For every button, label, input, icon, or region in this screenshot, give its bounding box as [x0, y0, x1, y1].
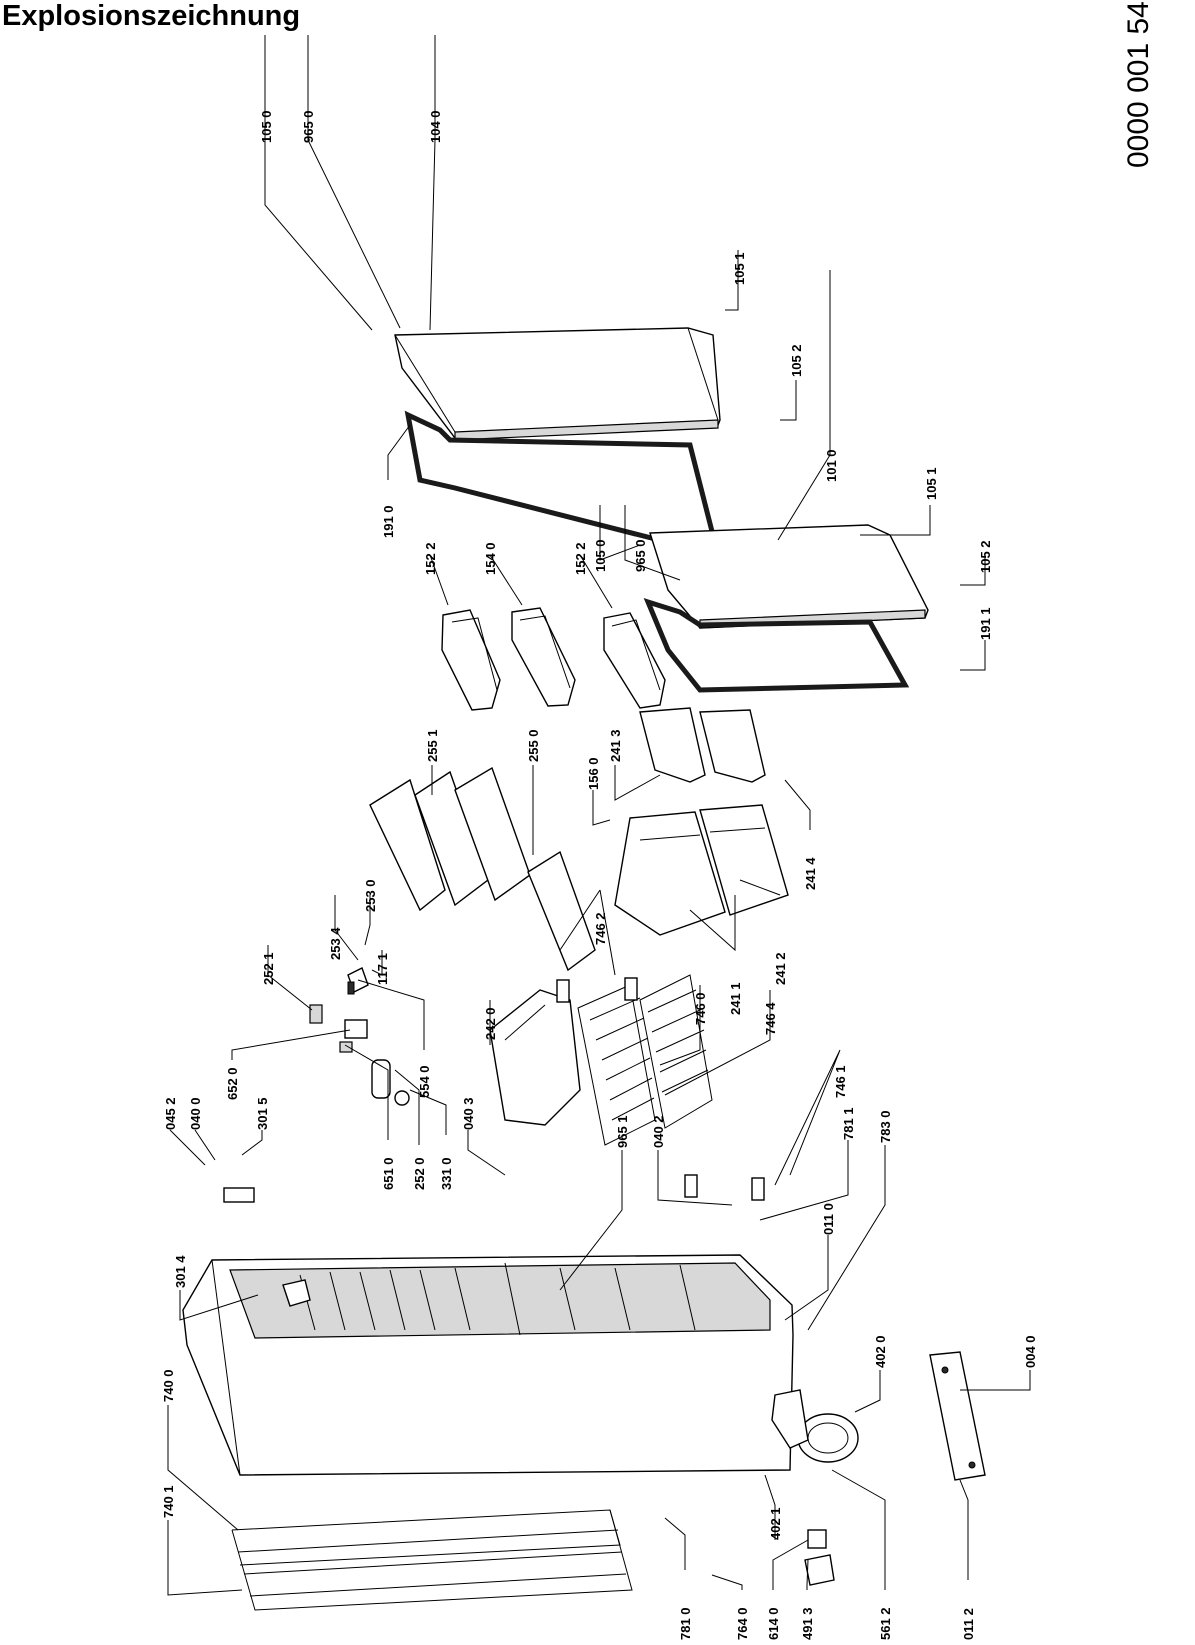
callout-label: 004 0	[1023, 1335, 1038, 1368]
callout-label: 255 1	[425, 729, 440, 762]
callout-label: 242 0	[483, 1007, 498, 1040]
door-balcony-3	[603, 612, 666, 709]
callout-label: 746 2	[593, 912, 608, 945]
lower-door	[649, 524, 929, 629]
vegetable-crisper	[489, 989, 581, 1126]
callout-label: 191 1	[978, 607, 993, 640]
callout-label: 105 0	[593, 539, 608, 572]
callout-label: 402 1	[768, 1507, 783, 1540]
callout-label: 651 0	[381, 1157, 396, 1190]
callout-label: 746 0	[693, 992, 708, 1025]
callout-label: 105 2	[789, 344, 804, 377]
callout-label: 241 1	[728, 982, 743, 1015]
lower-door-gasket	[643, 598, 910, 693]
door-balcony-2	[511, 607, 576, 707]
callout-label: 191 0	[381, 505, 396, 538]
callout-label: 965 0	[633, 539, 648, 572]
callout-label: 740 1	[161, 1485, 176, 1518]
compressor-base-plate	[929, 1351, 986, 1481]
callout-label: 105 2	[978, 540, 993, 573]
callout-label: 746 4	[763, 1002, 778, 1035]
callout-label: 965 1	[615, 1115, 630, 1148]
door-balcony-1	[441, 609, 501, 711]
callout-label: 241 2	[773, 952, 788, 985]
callout-label: 301 5	[255, 1097, 270, 1130]
callout-label: 152 2	[573, 542, 588, 575]
upper-door	[394, 327, 721, 441]
callout-label: 101 0	[824, 449, 839, 482]
condenser	[231, 1509, 633, 1611]
callout-label: 105 1	[924, 467, 939, 500]
callout-label: 740 0	[161, 1369, 176, 1402]
callout-label: 117 1	[375, 953, 390, 985]
leader-lines	[167, 35, 1031, 1596]
callout-label: 011 2	[961, 1608, 976, 1640]
callout-label: 301 4	[173, 1255, 188, 1288]
callout-label: 253 4	[328, 927, 343, 960]
callout-label: 040 0	[188, 1097, 203, 1130]
cabinet	[182, 1254, 794, 1476]
callout-label: 040 2	[651, 1115, 666, 1148]
callout-label: 152 2	[423, 542, 438, 575]
callout-label: 561 2	[878, 1607, 893, 1640]
callout-label: 746 1	[833, 1065, 848, 1098]
callout-label: 783 0	[878, 1110, 893, 1143]
callout-label: 045 2	[163, 1097, 178, 1130]
callout-label: 241 3	[608, 729, 623, 762]
freezer-drawers	[614, 707, 789, 936]
callout-label: 652 0	[225, 1067, 240, 1100]
callout-label: 252 0	[412, 1157, 427, 1190]
callout-label: 241 4	[803, 857, 818, 890]
callout-label: 104 0	[428, 110, 443, 143]
callout-label: 154 0	[483, 542, 498, 575]
callout-label: 331 0	[439, 1157, 454, 1190]
glass-shelves	[369, 766, 596, 972]
page-title: Explosionszeichnung	[2, 0, 301, 32]
upper-door-gasket	[404, 410, 722, 559]
callout-label: 011 0	[821, 1203, 836, 1235]
thermostat-assembly	[223, 967, 410, 1203]
callout-label: 764 0	[735, 1607, 750, 1640]
callout-labels: 105 0 965 0 104 0 105 1 105 2 191 0 101 …	[161, 110, 1038, 1640]
callout-label: 781 1	[841, 1107, 856, 1140]
callout-label: 253 0	[363, 879, 378, 912]
callout-label: 554 0	[417, 1065, 432, 1098]
relay-and-cover	[771, 1389, 835, 1586]
callout-label: 105 1	[732, 252, 747, 285]
callout-label: 105 0	[259, 110, 274, 143]
callout-label: 614 0	[766, 1607, 781, 1640]
callout-label: 965 0	[301, 110, 316, 143]
callout-label: 781 0	[678, 1607, 693, 1640]
callout-label: 402 0	[873, 1335, 888, 1368]
callout-label: 255 0	[526, 729, 541, 762]
callout-label: 252 1	[261, 952, 276, 985]
evaporator-plates	[556, 974, 765, 1201]
callout-label: 491 3	[800, 1607, 815, 1640]
callout-label: 040 3	[461, 1097, 476, 1130]
callout-label: 156 0	[586, 757, 601, 790]
